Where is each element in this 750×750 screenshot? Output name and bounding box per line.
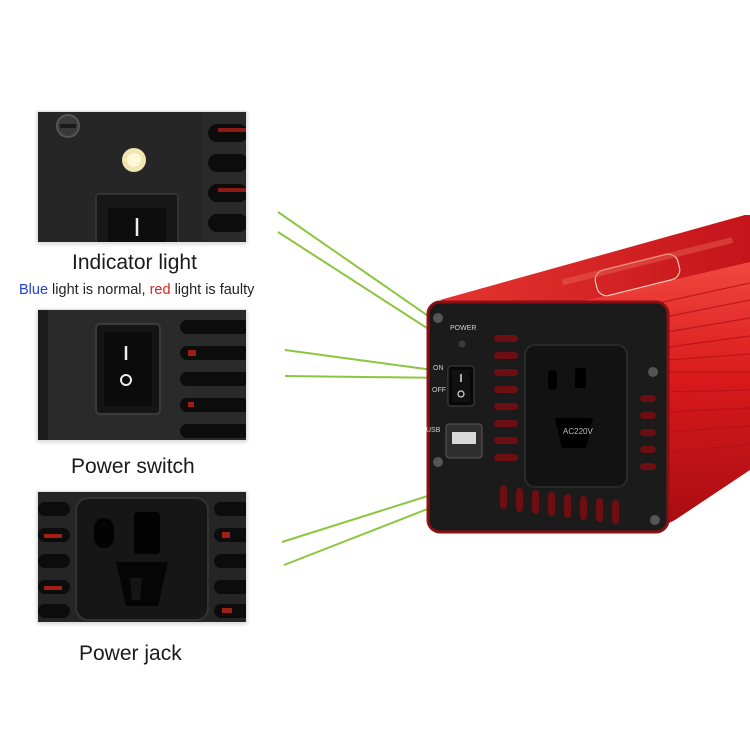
power-switch-panel xyxy=(37,309,247,441)
indicator-light-caption: Indicator light xyxy=(72,251,197,274)
off-label: OFF xyxy=(432,387,446,394)
usb-label: USB xyxy=(426,427,441,434)
power-label: POWER xyxy=(450,325,476,332)
leader-line-switch-b xyxy=(284,375,449,379)
indicator-note: Blue light is normal, red light is fault… xyxy=(19,282,254,298)
on-label: ON xyxy=(433,365,444,372)
indicator-closeup-image xyxy=(38,112,246,242)
indicator-note-red: red xyxy=(149,282,171,298)
indicator-note-red-rest: light is faulty xyxy=(170,282,255,298)
power-switch-caption: Power switch xyxy=(71,455,195,478)
indicator-note-blue: Blue xyxy=(19,282,49,298)
ac-label: AC220V xyxy=(563,427,593,436)
switch-closeup-image xyxy=(38,310,246,440)
indicator-note-blue-rest: light is normal, xyxy=(48,282,150,298)
power-jack-caption: Power jack xyxy=(79,642,182,665)
leader-line-switch-a xyxy=(284,349,449,373)
jack-closeup-image xyxy=(38,492,246,622)
power-jack-panel xyxy=(37,491,247,623)
indicator-light-panel xyxy=(37,111,247,243)
